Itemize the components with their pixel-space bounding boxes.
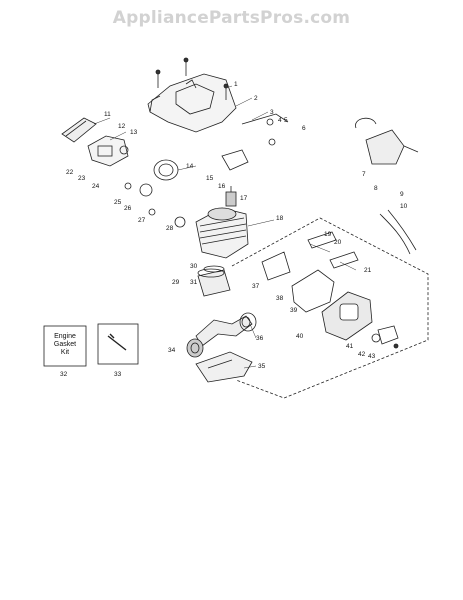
part-label: 5 — [284, 117, 288, 124]
part-label: 31 — [190, 279, 198, 286]
gasket-kit-line: Kit — [60, 349, 70, 356]
cylinder — [195, 207, 249, 259]
part-labels: 1 2 3 4 5 6 7 8 9 10 11 12 13 14 15 16 1… — [60, 81, 408, 378]
part-label: 24 — [92, 183, 100, 190]
spark-plug — [225, 186, 237, 207]
piston — [197, 265, 231, 297]
wire-10 — [379, 213, 411, 255]
part-label: 22 — [66, 169, 74, 176]
part-label: 16 — [218, 183, 226, 190]
part-label: 8 — [374, 185, 378, 192]
part-label: 33 — [114, 371, 122, 378]
tool-kit-box — [97, 323, 139, 365]
part-label: 40 — [296, 333, 304, 340]
gasket-kit-line: Engine — [54, 333, 76, 340]
part-label: 9 — [400, 191, 404, 198]
part-label: 4 — [278, 117, 282, 124]
part-label: 29 — [172, 279, 180, 286]
part-label: 7 — [362, 171, 366, 178]
gasket-kit-line: Gasket — [53, 341, 77, 348]
gasket-15 — [221, 149, 249, 171]
gasket-kit-box — [43, 325, 87, 367]
crankshaft — [186, 312, 257, 358]
ignition-module — [355, 117, 419, 165]
part-label: 38 — [276, 295, 284, 302]
part-label: 14 — [186, 163, 194, 170]
heat-shield — [291, 269, 335, 313]
part-label: 28 — [166, 225, 174, 232]
muffler-gasket — [261, 251, 291, 281]
carburetor — [87, 135, 129, 167]
muffler — [321, 291, 373, 341]
part-label: 3 — [270, 109, 274, 116]
intake-boot — [153, 159, 179, 181]
part-label: 6 — [302, 125, 306, 132]
part-label: 43 — [368, 353, 376, 360]
part-label: 25 — [114, 199, 122, 206]
part-label: 26 — [124, 205, 132, 212]
muffler-bolts — [371, 325, 399, 349]
part-label: 15 — [206, 175, 214, 182]
part-label: 34 — [168, 347, 176, 354]
part-label: 11 — [104, 111, 111, 118]
part-label: 21 — [364, 267, 372, 274]
part-label: 13 — [130, 129, 138, 136]
part-label: 10 — [400, 203, 408, 210]
watermark: AppliancePartsPros.com — [112, 8, 351, 28]
air-filter — [61, 117, 97, 143]
plate-21 — [329, 251, 359, 269]
part-label: 27 — [138, 217, 146, 224]
part-label: 19 — [324, 231, 332, 238]
part-label: 32 — [60, 371, 68, 378]
part-label: 41 — [346, 343, 354, 350]
part-label: 36 — [256, 335, 264, 342]
part-label: 23 — [78, 175, 86, 182]
part-label: 30 — [190, 263, 198, 270]
top-cover — [147, 73, 237, 133]
part-label: 2 — [254, 95, 258, 102]
crankcase — [195, 351, 253, 383]
part-label: 42 — [358, 351, 366, 358]
part-label: 1 — [234, 81, 238, 88]
part-label: 18 — [276, 215, 284, 222]
part-label: 37 — [252, 283, 260, 290]
part-label: 20 — [334, 239, 342, 246]
leader-lines — [93, 85, 357, 369]
throttle-rod — [241, 113, 289, 125]
part-label: 12 — [118, 123, 126, 130]
part-label: 39 — [290, 307, 298, 314]
part-label: 17 — [240, 195, 248, 202]
plate-20 — [307, 231, 337, 249]
part-label: 35 — [258, 363, 266, 370]
gasket-kit-label: Engine Gasket Kit — [46, 333, 84, 357]
